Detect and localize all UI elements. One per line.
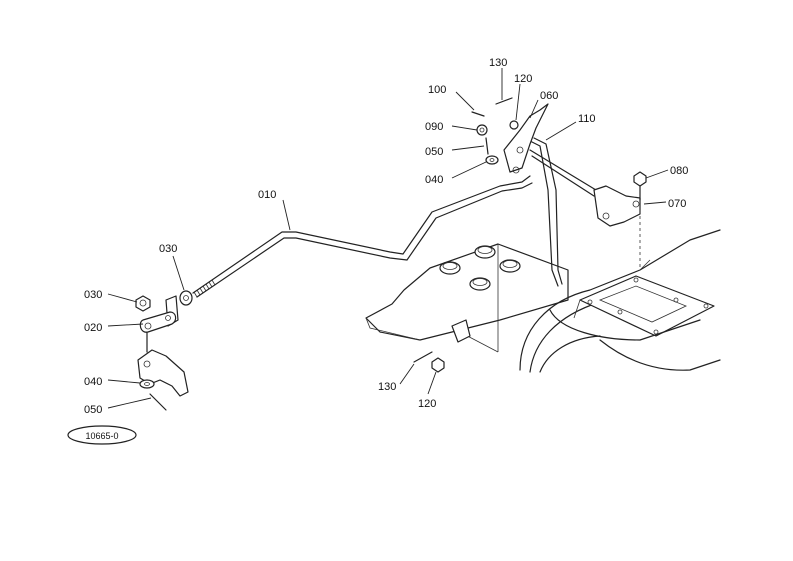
callout-070: 070: [668, 198, 686, 210]
lower-fasteners: [413, 351, 445, 373]
callout-040-upper: 040: [425, 174, 443, 186]
callout-100: 100: [428, 84, 446, 96]
callout-080: 080: [670, 165, 688, 177]
callout-010: 010: [258, 189, 276, 201]
transmission-housing: [519, 229, 721, 373]
callout-030-left: 030: [84, 289, 102, 301]
callout-050-upper: 050: [425, 146, 443, 158]
callout-050-left: 050: [84, 404, 102, 416]
leader-lines: [107, 68, 669, 409]
left-linkage[interactable]: [135, 290, 193, 411]
callout-040-left: 040: [84, 376, 102, 388]
callout-labels: 010 030 030 020 040 050 100 130 120 060 …: [84, 57, 688, 416]
callout-030-upper: 030: [159, 243, 177, 255]
right-bracket[interactable]: [593, 171, 647, 270]
callout-110: 110: [578, 113, 596, 125]
callout-020: 020: [84, 322, 102, 334]
pedal-lever[interactable]: [527, 137, 597, 287]
callout-060: 060: [540, 90, 558, 102]
callout-120-lower: 120: [418, 398, 436, 410]
callout-130-lower: 130: [378, 381, 396, 393]
control-rod[interactable]: [192, 175, 533, 298]
pedal-plate: [365, 243, 569, 353]
reference-code: 10665-0: [85, 431, 118, 441]
callout-130-upper: 130: [489, 57, 507, 69]
upper-linkage[interactable]: [471, 97, 549, 174]
callout-090: 090: [425, 121, 443, 133]
reference-code-badge: 10665-0: [67, 425, 137, 445]
callout-120-upper: 120: [514, 73, 532, 85]
